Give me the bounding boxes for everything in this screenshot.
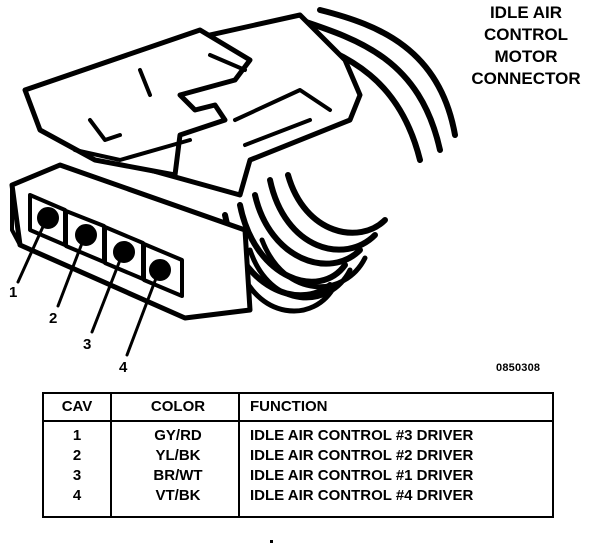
title-line-2: CONTROL [483, 25, 569, 44]
table-cell-function: IDLE AIR CONTROL #3 DRIVER [250, 427, 474, 444]
table-cell-cav: 3 [72, 467, 82, 484]
cavity-terminals [37, 207, 171, 281]
header-color: COLOR [150, 398, 206, 415]
figure-code: 0850308 [496, 362, 541, 374]
table-cell-color: YL/BK [155, 447, 201, 464]
column-divider [238, 394, 240, 516]
cavity-callout-3: 3 [83, 336, 92, 353]
callout-leaders [16, 218, 160, 357]
cavity-callout-2: 2 [49, 310, 58, 327]
table-cell-color: BR/WT [153, 467, 203, 484]
table-cell-cav: 4 [72, 487, 82, 504]
table-cell-cav: 2 [72, 447, 82, 464]
cavity-callout-1: 1 [9, 284, 18, 301]
cavity-callout-4: 4 [119, 359, 128, 376]
table-cell-function: IDLE AIR CONTROL #4 DRIVER [250, 487, 474, 504]
table-cell-function: IDLE AIR CONTROL #1 DRIVER [250, 467, 474, 484]
title-line-3: MOTOR [494, 47, 558, 66]
table-cell-function: IDLE AIR CONTROL #2 DRIVER [250, 447, 474, 464]
column-divider [110, 394, 112, 516]
table-cell-color: VT/BK [155, 487, 201, 504]
diagram-title: IDLE AIR CONTROL MOTOR CONNECTOR [448, 2, 604, 90]
table-cell-cav: 1 [72, 427, 82, 444]
connector-latch [22, 27, 253, 178]
table-header-row: CAV COLOR FUNCTION [44, 394, 552, 422]
table-cell-color: GY/RD [154, 427, 202, 444]
title-line-4: CONNECTOR [471, 69, 581, 88]
header-function: FUNCTION [250, 398, 328, 415]
scan-mark [270, 540, 273, 543]
header-cav: CAV [61, 398, 93, 415]
cavity-table: CAV COLOR FUNCTION 1 GY/RD IDLE AIR CONT… [42, 392, 554, 518]
title-line-1: IDLE AIR [489, 3, 563, 22]
